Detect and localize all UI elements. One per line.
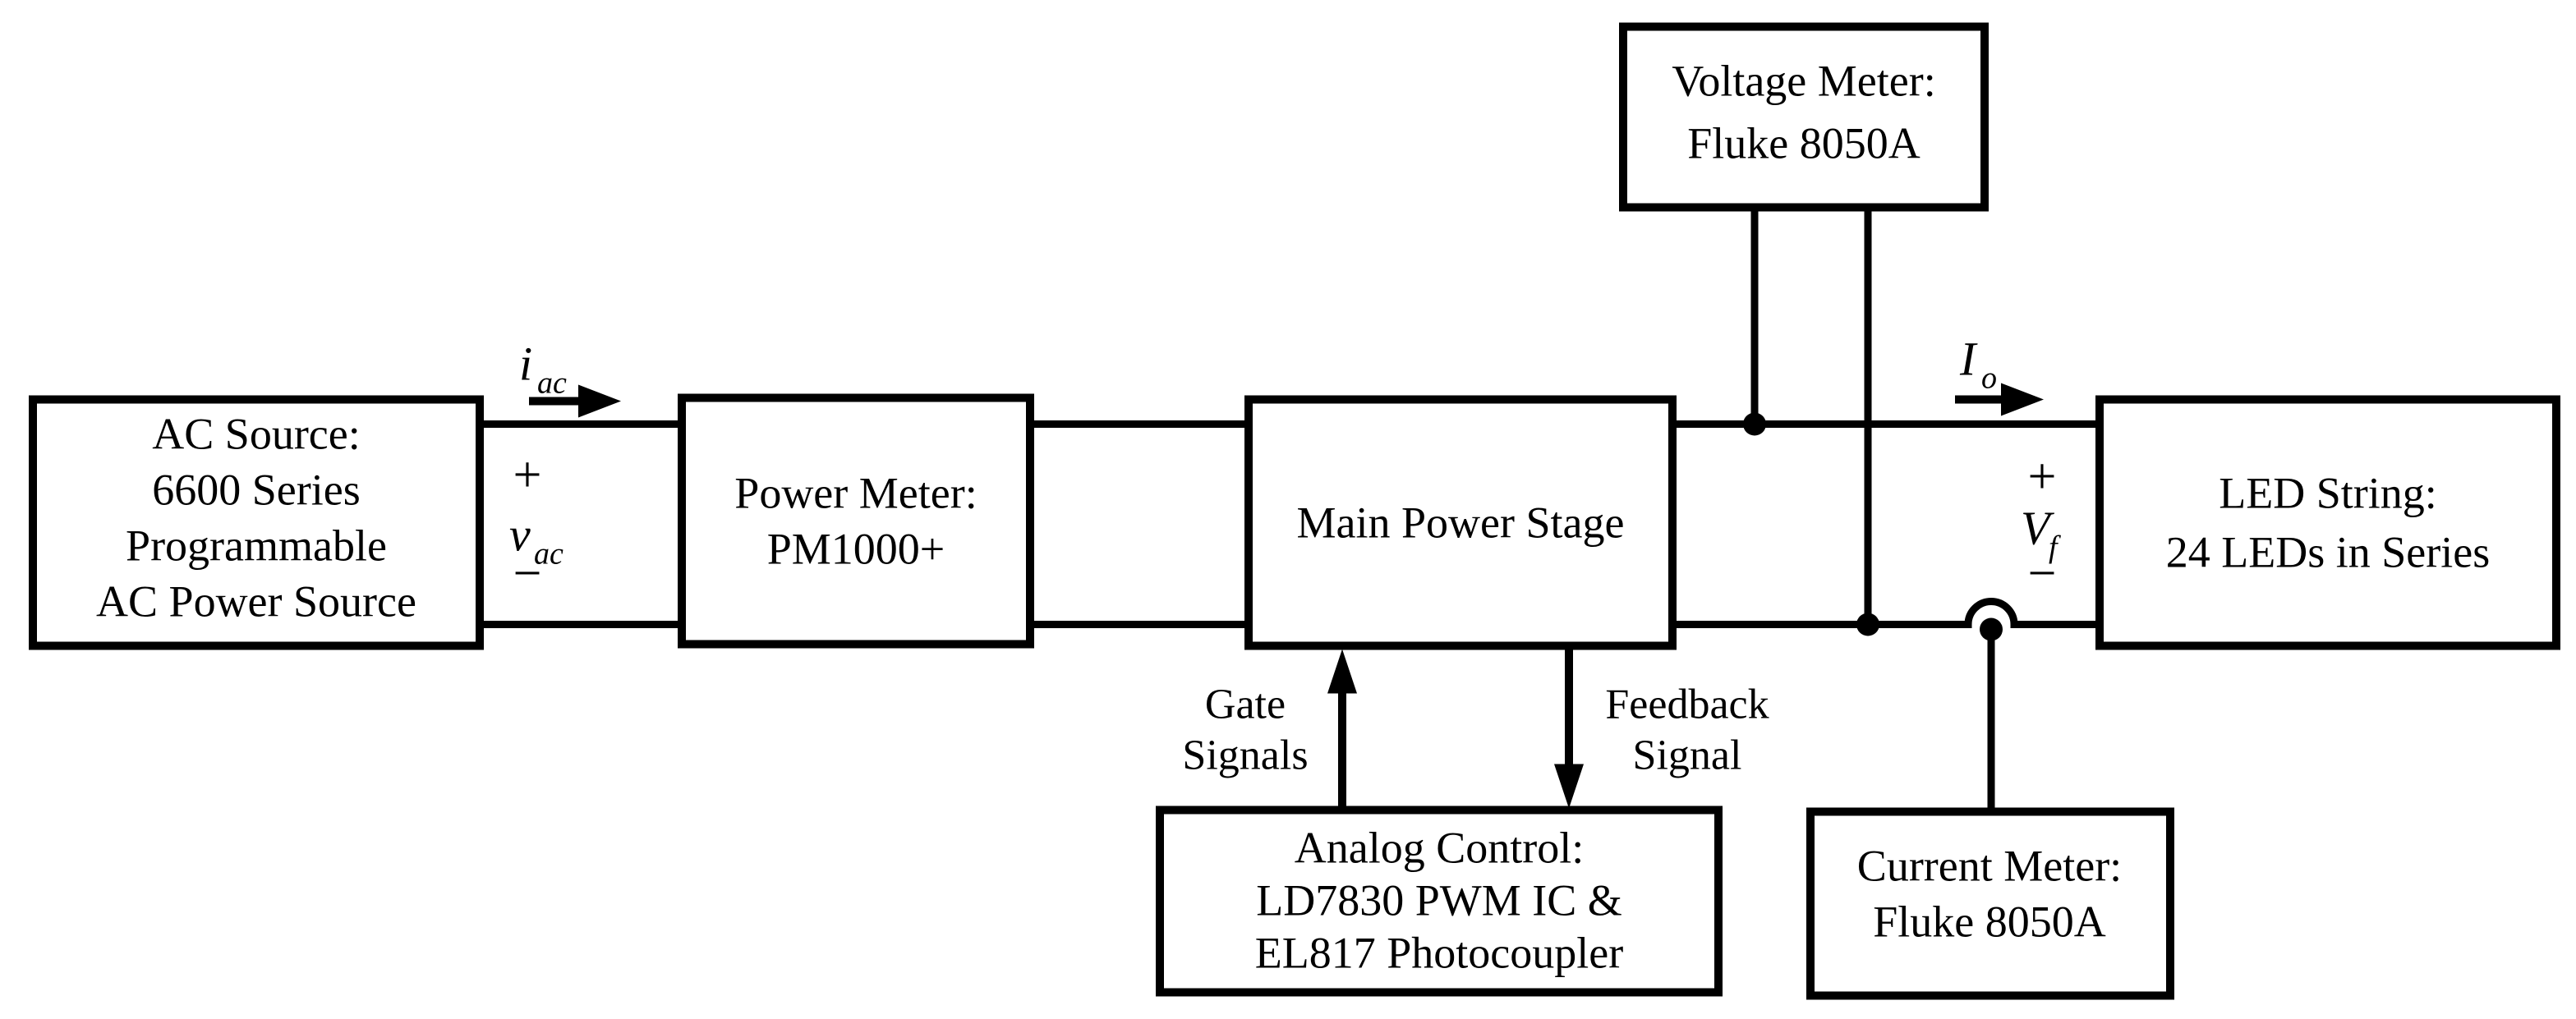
junction-dot-currentmeter [1980,617,2003,641]
ac-source-line-4: AC Power Source [96,577,416,627]
block-ac-source: AC Source: 6600 Series Programmable AC P… [29,395,484,650]
current-meter-line-2: Fluke 8050A [1873,897,2106,947]
feedback-signal-arrow-head-icon [1554,764,1584,809]
io-arrow-head-icon [2001,383,2044,416]
io-annotation: I o [1955,333,2044,416]
junction-dot-top-wire [1743,412,1766,436]
power-meter-line-2: PM1000+ [767,525,945,574]
vac-plus-sign: + [513,448,542,503]
current-meter-box [1806,807,2174,1000]
power-meter-line-1: Power Meter: [734,469,977,518]
wire-mainstage-ledstring-bottom-with-hop [1672,598,2100,628]
main-power-stage-line-1: Main Power Stage [1297,498,1625,548]
block-power-meter: Power Meter: PM1000+ [678,393,1034,649]
io-symbol: I [1959,333,1978,386]
analog-control-box [1156,806,1723,997]
vf-annotation: + V f − [2021,449,2061,602]
analog-control-line-3: EL817 Photocoupler [1255,929,1623,978]
feedback-signal-annotation: Feedback Signal [1554,645,1769,809]
block-led-string: LED String: 24 LEDs in Series [2095,395,2560,650]
ac-source-line-2: 6600 Series [152,466,360,515]
block-main-power-stage: Main Power Stage [1244,395,1677,650]
voltage-meter-box [1619,22,1989,212]
gate-signals-label-line-2: Signals [1182,732,1308,779]
wires [480,207,2100,812]
power-meter-box [678,393,1034,649]
block-voltage-meter: Voltage Meter: Fluke 8050A [1619,22,1989,212]
vac-minus-sign: − [513,546,542,602]
block-current-meter: Current Meter: Fluke 8050A [1806,807,2174,1000]
main-power-stage-box [1244,395,1677,650]
analog-control-line-1: Analog Control: [1295,824,1584,873]
feedback-signal-label-line-2: Signal [1633,732,1742,779]
analog-control-line-2: LD7830 PWM IC & [1256,876,1622,925]
vac-symbol: v [509,508,531,562]
ac-source-box [29,395,484,650]
gate-signals-annotation: Gate Signals [1182,649,1357,810]
vf-symbol: V [2021,502,2055,555]
voltage-meter-line-1: Voltage Meter: [1672,57,1935,106]
iac-symbol: i [519,337,532,391]
vf-minus-sign: − [2028,546,2057,602]
gate-signals-arrow-head-icon [1327,649,1357,694]
vac-annotation: + v ac − [509,448,564,602]
ac-source-line-3: Programmable [126,521,387,571]
block-analog-control: Analog Control: LD7830 PWM IC & EL817 Ph… [1156,806,1723,997]
iac-annotation: i ac [519,337,621,418]
current-meter-line-1: Current Meter: [1857,842,2122,891]
led-string-line-2: 24 LEDs in Series [2166,528,2490,577]
voltage-meter-line-2: Fluke 8050A [1687,119,1920,168]
iac-arrow-head-icon [578,384,621,418]
iac-subscript: ac [537,366,567,401]
vf-plus-sign: + [2028,449,2057,505]
led-string-box [2095,395,2560,650]
ac-source-line-1: AC Source: [152,410,360,459]
gate-signals-label-line-1: Gate [1205,682,1286,728]
junction-dot-bottom-wire [1856,613,1879,636]
vac-subscript: ac [534,537,564,571]
io-subscript: o [1981,361,1997,396]
feedback-signal-label-line-1: Feedback [1605,682,1769,728]
led-string-line-1: LED String: [2219,469,2437,518]
